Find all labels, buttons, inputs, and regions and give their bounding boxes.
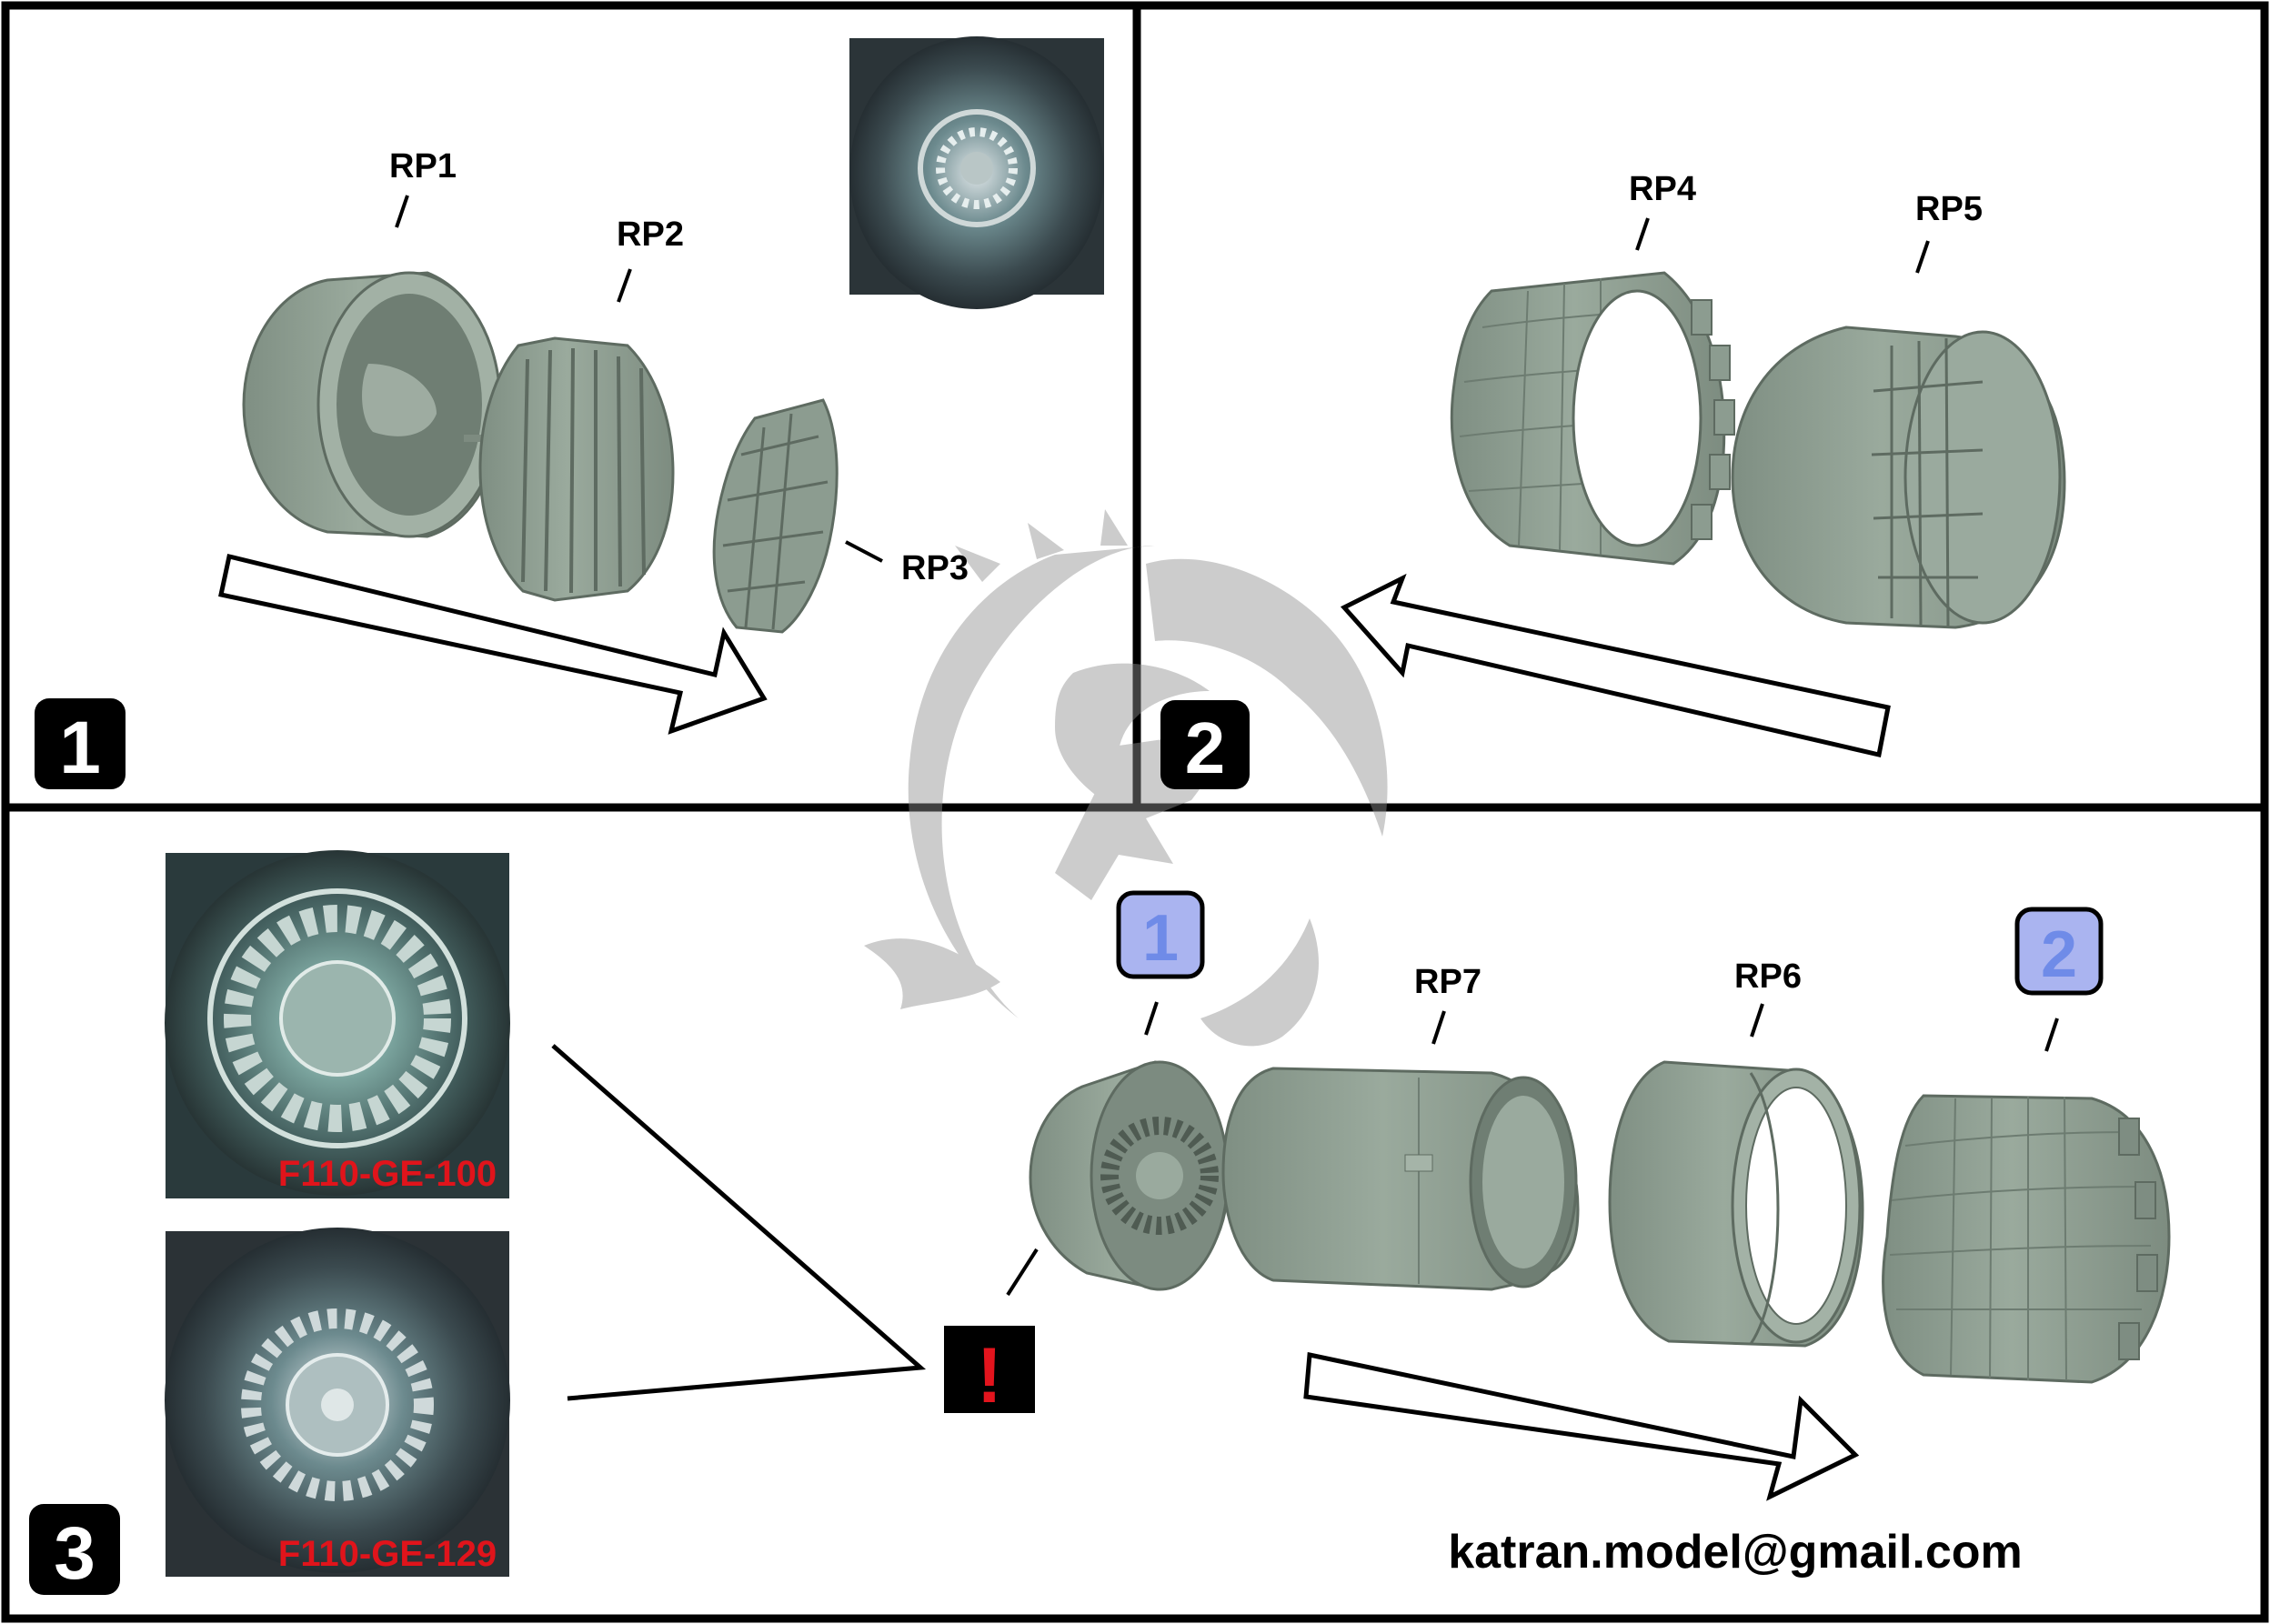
part-rp1 bbox=[242, 271, 502, 538]
panel-step-1: RP1 RP2 RP3 1 bbox=[35, 36, 1104, 789]
label-rp7: RP7 bbox=[1414, 963, 1482, 1001]
part-rp6 bbox=[1608, 1060, 1864, 1348]
label-rp1: RP1 bbox=[389, 147, 457, 185]
svg-text:1: 1 bbox=[59, 707, 101, 789]
step-badge-1: 1 bbox=[35, 698, 126, 789]
reference-photo-f110-ge-100: F110-GE-100 bbox=[165, 850, 510, 1198]
left-arrow-icon bbox=[1340, 573, 1891, 758]
svg-text:2: 2 bbox=[1185, 707, 1226, 788]
photo-caption-f110-ge-129: F110-GE-129 bbox=[278, 1534, 497, 1574]
part-rp4 bbox=[1450, 271, 1735, 566]
step-badge-3: 3 bbox=[29, 1504, 120, 1595]
label-rp2: RP2 bbox=[617, 216, 684, 254]
svg-text:3: 3 bbox=[54, 1512, 95, 1595]
subassembly-1-part bbox=[1029, 1060, 1230, 1291]
svg-text:2: 2 bbox=[2041, 918, 2077, 991]
label-rp3: RP3 bbox=[901, 549, 969, 587]
label-rp6: RP6 bbox=[1734, 957, 1802, 996]
photo-caption-f110-ge-100: F110-GE-100 bbox=[278, 1154, 497, 1194]
contact-email: katran.model@gmail.com bbox=[1448, 1526, 2023, 1579]
svg-text:1: 1 bbox=[1142, 902, 1179, 975]
reference-photo-f110-ge-129: F110-GE-129 bbox=[165, 1228, 510, 1577]
step-badge-2: 2 bbox=[1160, 700, 1250, 789]
panel-step-2: RP4 RP5 2 bbox=[1160, 170, 2066, 789]
part-rp3 bbox=[712, 398, 839, 634]
reference-badge-step-2: 2 bbox=[2014, 907, 2104, 996]
part-rp2 bbox=[478, 336, 675, 602]
label-rp5: RP5 bbox=[1915, 190, 1983, 228]
leader-line-warning bbox=[1006, 1248, 1039, 1297]
leader-lines-step2 bbox=[1635, 217, 1930, 274]
part-rp7 bbox=[1221, 1067, 1580, 1291]
panel-step-3: F110-GE-100 F110-GE-129 ! bbox=[29, 850, 2171, 1595]
leader-lines-step3 bbox=[1144, 1001, 2059, 1052]
svg-text:!: ! bbox=[977, 1332, 1003, 1419]
label-rp4: RP4 bbox=[1629, 170, 1696, 208]
reference-badge-step-1: 1 bbox=[1116, 890, 1205, 979]
reference-photo-nozzle bbox=[849, 36, 1104, 309]
warning-icon: ! bbox=[944, 1326, 1035, 1419]
pointer-lines-to-warning bbox=[551, 1044, 927, 1401]
leader-lines-step1 bbox=[395, 195, 883, 563]
right-arrow-icon bbox=[218, 553, 768, 735]
right-arrow-icon bbox=[1303, 1351, 1860, 1501]
subassembly-2-part bbox=[1882, 1094, 2171, 1384]
part-rp5 bbox=[1731, 326, 2066, 629]
